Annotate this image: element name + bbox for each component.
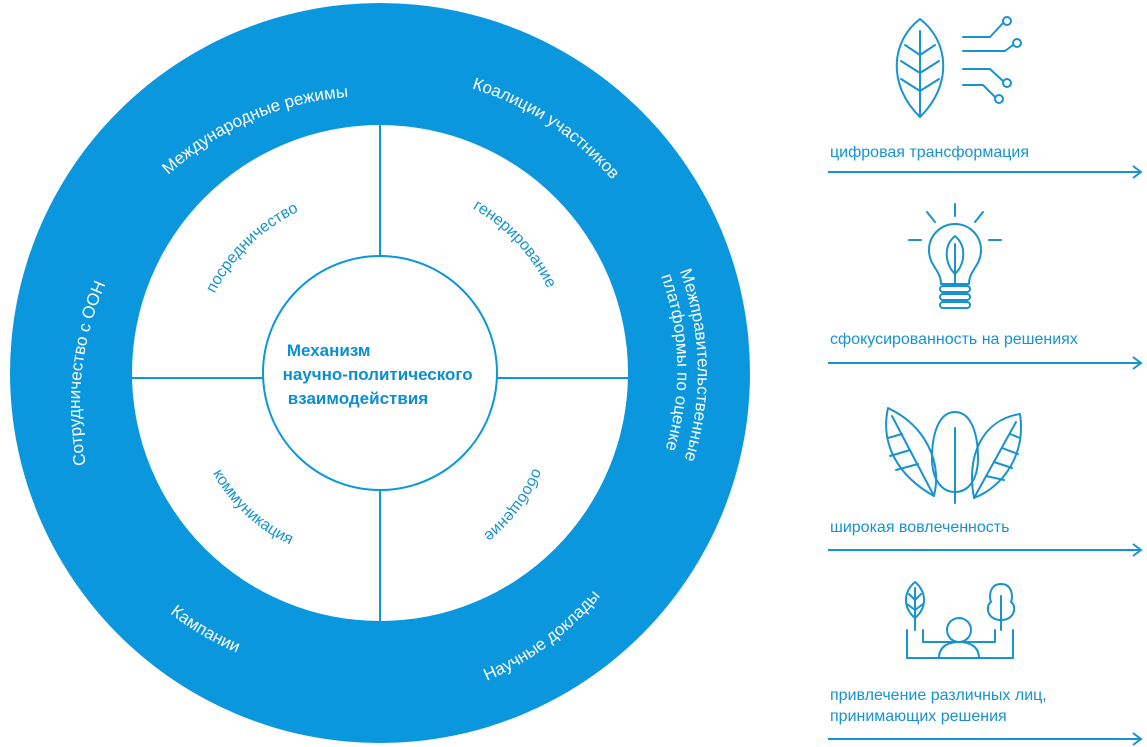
leaf-circuit-icon: [895, 16, 1022, 118]
science-policy-wheel: Механизм научно-политического взаимодейс…: [10, 3, 750, 743]
person-with-trees-icon: [905, 581, 1016, 659]
arrow-right-icon: [828, 732, 1143, 746]
leaves-group-icon: [885, 407, 1022, 504]
arrow-right-icon: [828, 165, 1143, 179]
side-item-label: цифровая трансформация: [830, 144, 1029, 161]
lightbulb-leaf-icon: [908, 203, 1002, 309]
side-item-label: широкая вовлеченность: [830, 519, 1010, 536]
arrow-right-icon: [828, 356, 1143, 370]
center-circle: [262, 255, 498, 491]
side-item-label: сфокусированность на решениях: [830, 331, 1078, 348]
center-title: Механизм научно-политического взаимодейс…: [283, 341, 478, 408]
arrow-right-icon: [828, 543, 1143, 557]
side-item-label-line2: принимающих решения: [830, 708, 1007, 725]
side-item-label: привлечение различных лиц,: [830, 687, 1047, 704]
